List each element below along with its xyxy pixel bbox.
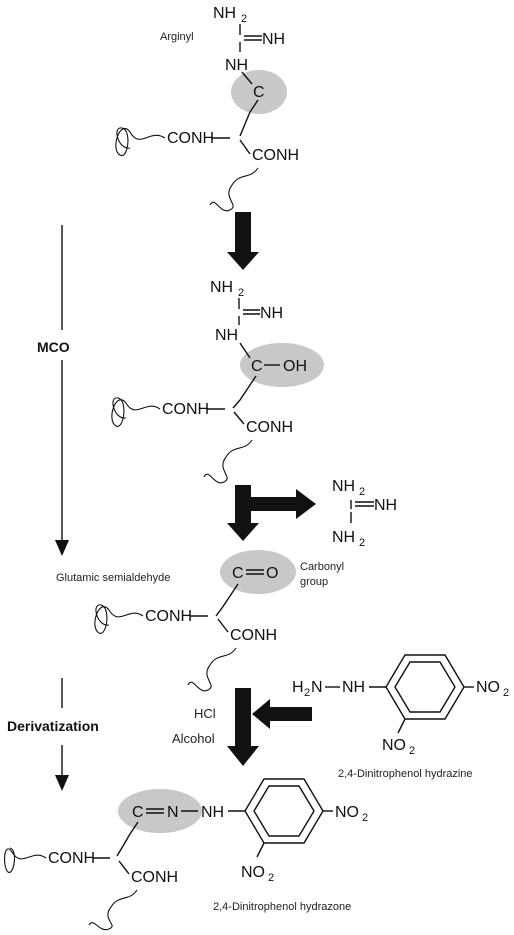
c-text: C bbox=[253, 84, 265, 101]
nh2-text: NH bbox=[210, 279, 233, 296]
derivatization-arrow: Derivatization bbox=[7, 678, 99, 791]
subscript-2: 2 bbox=[359, 537, 365, 549]
nh-text: NH bbox=[260, 305, 283, 322]
o-text: O bbox=[266, 565, 278, 582]
carbonyl-label-line1: Carbonyl bbox=[300, 561, 344, 573]
nh2-text: NH bbox=[332, 478, 355, 495]
c-text: C bbox=[132, 804, 144, 821]
benzene-inner-ring bbox=[394, 661, 456, 713]
benzene-ring-icon bbox=[244, 778, 324, 844]
no2-text: NO bbox=[382, 737, 406, 754]
n-text: N bbox=[311, 679, 323, 696]
c-text: C bbox=[251, 358, 263, 375]
mco-process-arrow: MCO bbox=[37, 225, 70, 556]
arginyl-label: Arginyl bbox=[160, 31, 194, 43]
protein-chain-icon bbox=[111, 397, 161, 427]
guanidine-byproduct: NH 2 NH NH 2 bbox=[332, 478, 397, 549]
highlight-ellipse bbox=[220, 550, 296, 594]
protein-chain-icon bbox=[209, 167, 259, 212]
nh-text: NH bbox=[201, 804, 224, 821]
subscript-2: 2 bbox=[503, 687, 509, 699]
reaction-arrow-1 bbox=[227, 212, 259, 270]
nh-text: NH bbox=[342, 679, 365, 696]
alcohol-label: Alcohol bbox=[172, 731, 215, 746]
hydroxy-intermediate-structure: NH 2 NH NH C OH CONH CONH bbox=[111, 279, 324, 484]
derivatization-label: Derivatization bbox=[7, 718, 99, 734]
conh-text: CONH bbox=[131, 869, 178, 886]
nh-text: NH bbox=[374, 497, 397, 514]
conh-text: CONH bbox=[145, 608, 192, 625]
dnph-reagent-structure: H 2 N NH NO 2 NO 2 2,4-Dinitrophenol hyd… bbox=[292, 654, 509, 780]
dnph-product-label: 2,4-Dinitrophenol hydrazone bbox=[213, 901, 351, 913]
conh-text: CONH bbox=[162, 401, 209, 418]
nh-text: NH bbox=[225, 57, 248, 74]
benzene-inner-ring bbox=[253, 785, 315, 837]
protein-chain-icon bbox=[203, 439, 253, 484]
highlight-ellipse bbox=[118, 789, 202, 833]
glutamic-semialdehyde-structure: Glutamic semialdehyde Carbonyl group C O… bbox=[56, 550, 344, 692]
no2-text: NO bbox=[476, 679, 500, 696]
subscript-2: 2 bbox=[268, 872, 274, 884]
glutamic-semialdehyde-label: Glutamic semialdehyde bbox=[56, 572, 170, 584]
protein-chain-icon bbox=[115, 127, 166, 156]
carbonyl-label-line2: group bbox=[300, 576, 328, 588]
benzene-ring-icon bbox=[385, 654, 465, 720]
protein-chain-icon bbox=[3, 847, 47, 873]
protein-chain-icon bbox=[88, 889, 138, 931]
no2-text: NO bbox=[335, 804, 359, 821]
c-text: C bbox=[232, 565, 244, 582]
highlight-ellipse bbox=[231, 70, 287, 114]
mco-label: MCO bbox=[37, 339, 70, 355]
hydrazone-product-structure: C N NH NO 2 NO 2 2,4-Dinitrophenol hydra… bbox=[3, 778, 368, 931]
subscript-2: 2 bbox=[304, 687, 310, 699]
subscript-2: 2 bbox=[362, 812, 368, 824]
nh-text: NH bbox=[215, 327, 238, 344]
n-text: N bbox=[167, 804, 179, 821]
conh-text: CONH bbox=[230, 627, 277, 644]
conh-text: CONH bbox=[48, 850, 95, 867]
subscript-2: 2 bbox=[409, 745, 415, 757]
subscript-2: 2 bbox=[359, 486, 365, 498]
oh-text: OH bbox=[283, 358, 307, 375]
hcl-label: HCl bbox=[194, 706, 216, 721]
dnph-reagent-label: 2,4-Dinitrophenol hydrazine bbox=[338, 768, 473, 780]
reaction-arrow-2 bbox=[227, 485, 316, 541]
no2-text: NO bbox=[241, 864, 265, 881]
conh-text: CONH bbox=[246, 419, 293, 436]
arginyl-structure: Arginyl NH 2 NH NH C CONH CONH bbox=[115, 5, 299, 212]
nh-text: NH bbox=[262, 31, 285, 48]
h-text: H bbox=[292, 679, 304, 696]
reaction-arrow-3: HCl Alcohol bbox=[172, 688, 312, 766]
nh2-text: NH bbox=[332, 529, 355, 546]
protein-chain-icon bbox=[94, 604, 144, 634]
conh-text: CONH bbox=[167, 130, 214, 147]
subscript-2: 2 bbox=[238, 287, 244, 299]
nh2-text: NH bbox=[213, 5, 236, 22]
highlight-ellipse bbox=[240, 343, 324, 387]
subscript-2: 2 bbox=[241, 13, 247, 25]
protein-chain-icon bbox=[187, 647, 237, 692]
conh-text: CONH bbox=[252, 147, 299, 164]
